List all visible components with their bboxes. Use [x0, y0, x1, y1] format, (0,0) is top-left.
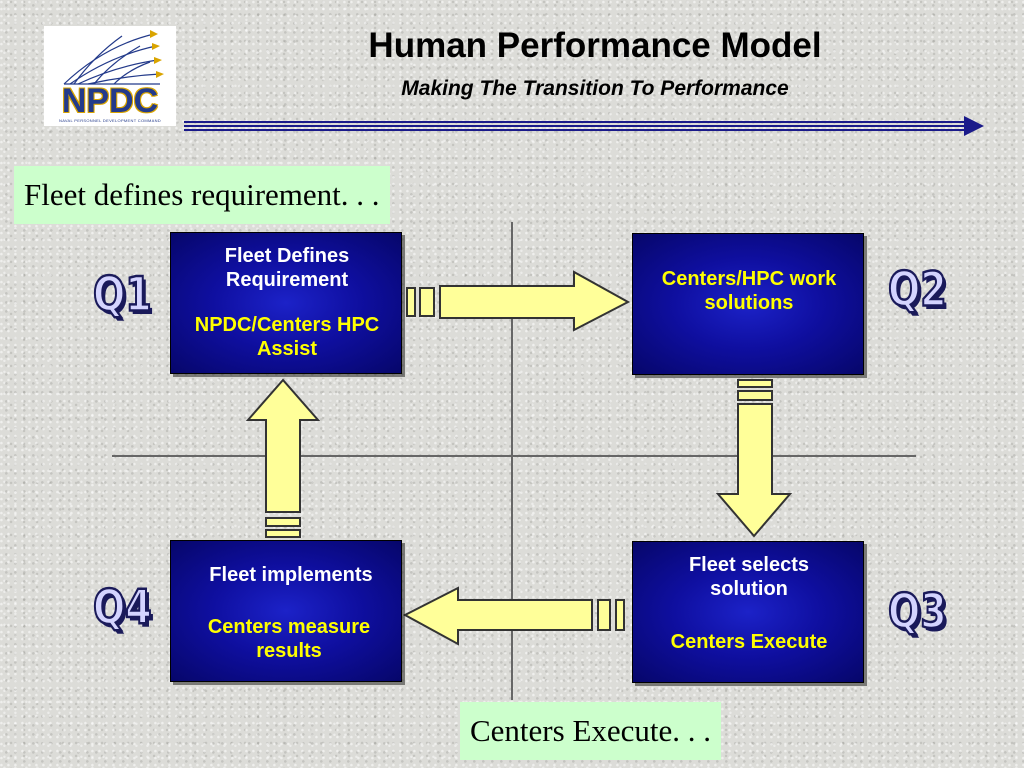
box-q2: Centers/HPC work solutions	[632, 233, 864, 375]
box-q3-line2: Centers Execute	[670, 631, 828, 653]
arrow-q2-to-q3	[715, 379, 793, 538]
callout-top: Fleet defines requirement. . .	[14, 166, 390, 224]
logo-subtext: NAVAL PERSONNEL DEVELOPMENT COMMAND	[59, 118, 161, 123]
callout-bottom: Centers Execute. . .	[460, 702, 722, 760]
logo-text: NPDC	[61, 82, 159, 120]
quadrant-label-q2: Q2	[887, 261, 948, 317]
arrow-q4-to-q1	[245, 378, 321, 538]
quadrant-label-q4: Q4	[92, 579, 153, 635]
box-q4-line2: Centers measure results	[207, 616, 371, 662]
box-q4-line1: Fleet implements	[209, 564, 373, 586]
npdc-logo: NPDC NAVAL PERSONNEL DEVELOPMENT COMMAND	[44, 26, 176, 126]
title-rule-arrow	[184, 116, 984, 136]
box-q3-line1: Fleet selects solution	[688, 554, 810, 600]
logo-globe-icon	[63, 30, 164, 85]
box-q3: Fleet selects solution Centers Execute	[632, 541, 864, 683]
page-subtitle: Making The Transition To Performance	[401, 77, 789, 100]
box-q2-line1: Centers/HPC work solutions	[661, 268, 837, 314]
quadrant-label-q1: Q1	[92, 266, 153, 322]
box-q1-line2: NPDC/Centers HPC Assist	[194, 314, 380, 360]
page-title: Human Performance Model	[368, 26, 822, 65]
box-q1-line1: Fleet Defines Requirement	[224, 245, 350, 291]
arrow-q3-to-q4	[402, 586, 625, 646]
box-q4: Fleet implements Centers measure results	[170, 540, 402, 682]
box-q1: Fleet Defines Requirement NPDC/Centers H…	[170, 232, 402, 374]
quadrant-label-q3: Q3	[887, 583, 948, 639]
arrow-q1-to-q2	[406, 270, 631, 332]
